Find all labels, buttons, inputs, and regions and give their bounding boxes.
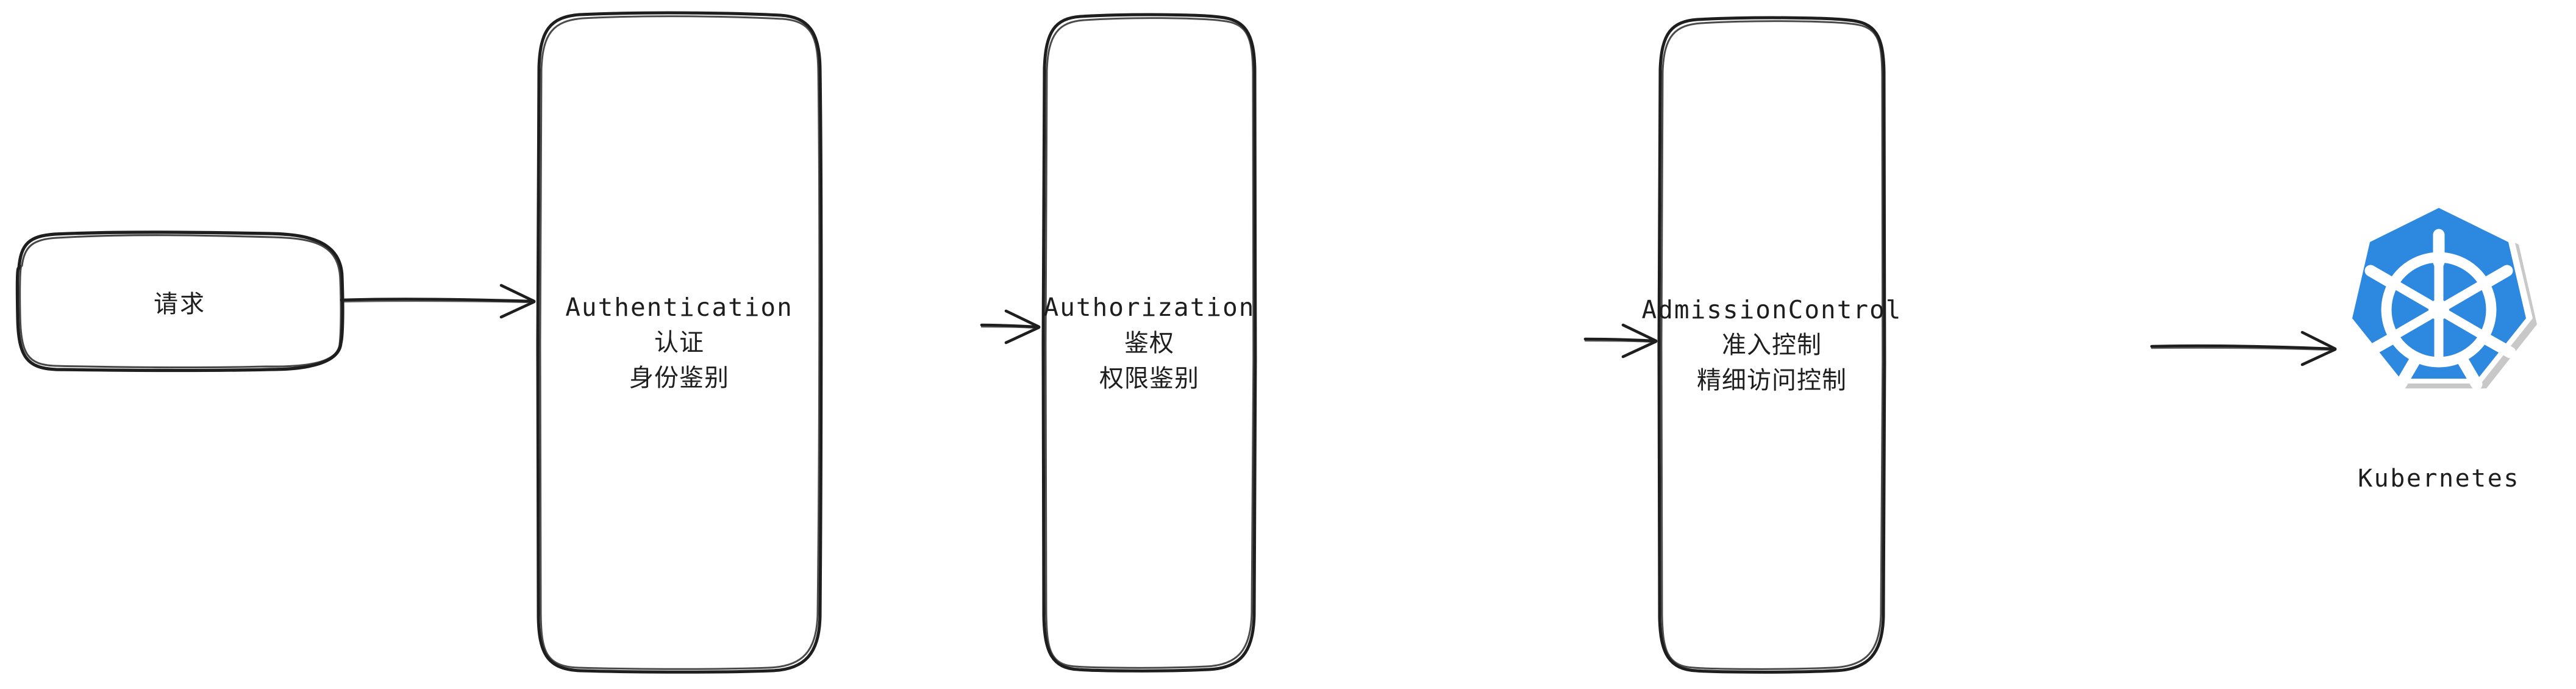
node-admissioncontrol-shape[interactable] (1657, 16, 1886, 674)
arrow-authorization-to-admissioncontrol (1583, 323, 1658, 359)
kubernetes-caption: Kubernetes (2358, 465, 2520, 493)
node-authentication-shape[interactable] (536, 11, 823, 674)
node-authorization-shape[interactable] (1041, 13, 1257, 673)
arrow-authentication-to-authorization (980, 309, 1041, 344)
arrow-admissioncontrol-to-kubernetes (2150, 330, 2337, 366)
node-request-shape[interactable] (15, 230, 344, 373)
arrow-request-to-authentication (340, 284, 536, 319)
kubernetes-logo[interactable] (2346, 201, 2537, 390)
